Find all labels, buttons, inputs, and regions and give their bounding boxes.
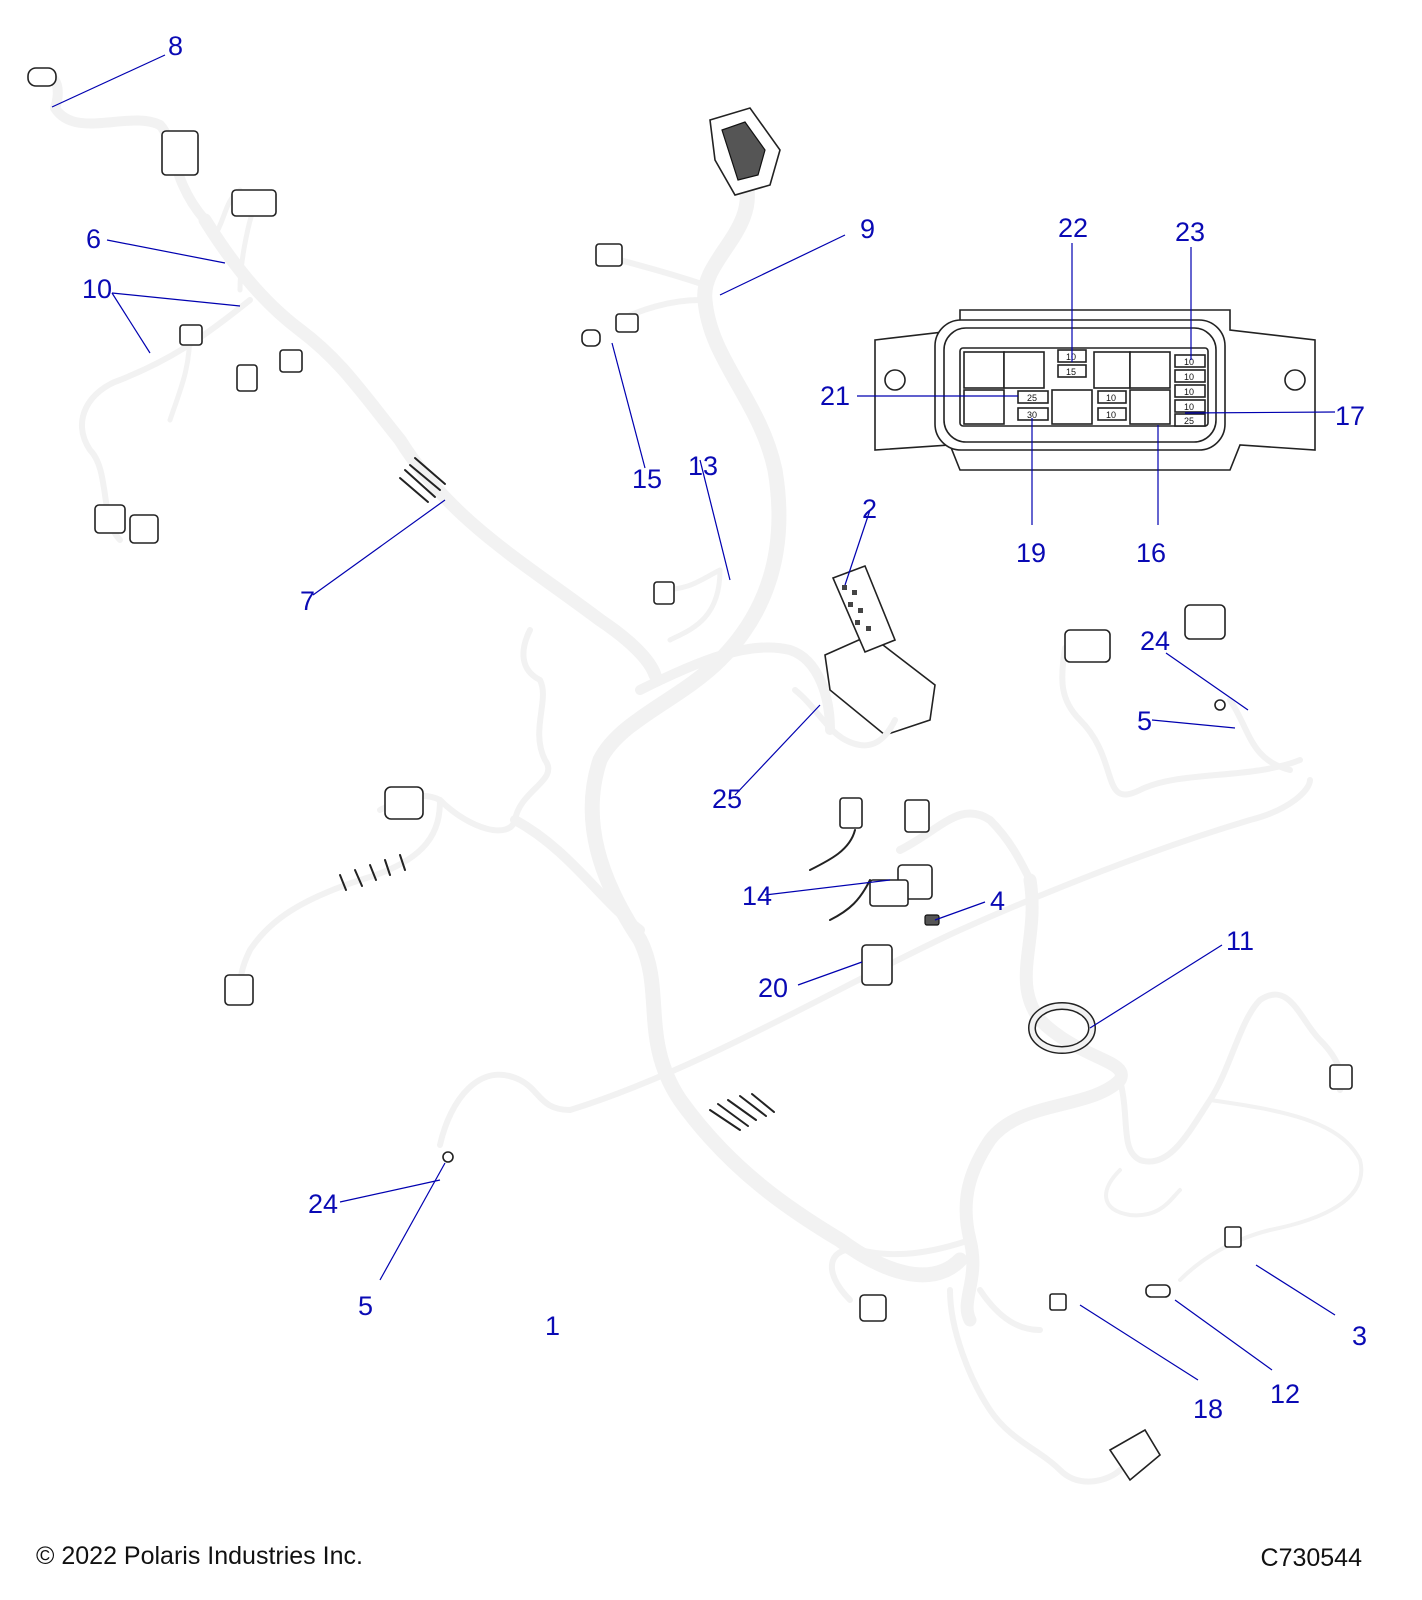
callout-18: 18 (1193, 1394, 1223, 1424)
lower-crossing-harness (437, 777, 1313, 1163)
fuse-value: 10 (1106, 410, 1116, 420)
callout-25: 25 (712, 784, 742, 814)
fuse-value: 15 (1066, 367, 1076, 377)
fuse-block-small (792, 564, 936, 749)
fuse-value: 10 (1184, 372, 1194, 382)
upper-left-harness (27, 67, 662, 682)
fuse-box-detail: 10 15 10 10 10 25 30 10 10 10 25 (874, 309, 1316, 471)
callout-17: 17 (1335, 401, 1365, 431)
fuse-value: 10 (1184, 387, 1194, 397)
fuse-value: 10 (1184, 402, 1194, 412)
callout-24-right: 24 (1140, 626, 1170, 656)
callout-12: 12 (1270, 1379, 1300, 1409)
right-harness (809, 604, 1364, 1485)
fuse-value: 30 (1027, 410, 1037, 420)
callout-15: 15 (632, 464, 662, 494)
callout-8: 8 (168, 31, 183, 61)
leader-lines (51, 54, 1336, 1381)
callout-4: 4 (990, 886, 1005, 916)
callout-3: 3 (1352, 1321, 1367, 1351)
callout-2: 2 (862, 494, 877, 524)
callout-16: 16 (1136, 538, 1166, 568)
callout-19: 19 (1016, 538, 1046, 568)
callout-11: 11 (1226, 926, 1254, 956)
center-harness (581, 107, 968, 1283)
callout-5-left: 5 (358, 1291, 373, 1321)
fuse-value: 10 (1184, 357, 1194, 367)
fuse-value: 25 (1027, 393, 1037, 403)
callout-24-left: 24 (308, 1189, 338, 1219)
fuse-value: 10 (1066, 352, 1076, 362)
callout-10: 10 (82, 274, 112, 304)
callout-5-right: 5 (1137, 706, 1152, 736)
callout-1: 1 (545, 1311, 560, 1341)
callout-20: 20 (758, 973, 788, 1003)
callout-labels: 1 2 3 4 5 5 6 7 8 9 10 11 12 13 14 15 16… (82, 31, 1367, 1424)
fuse-relay-cells (963, 351, 1171, 425)
callout-7: 7 (300, 586, 315, 616)
callout-21: 21 (820, 381, 850, 411)
callout-6: 6 (86, 224, 101, 254)
fuse-value: 25 (1184, 416, 1194, 426)
fuse-value: 10 (1106, 393, 1116, 403)
copyright-text: © 2022 Polaris Industries Inc. (36, 1542, 363, 1570)
callout-23: 23 (1175, 217, 1205, 247)
callout-13: 13 (688, 451, 718, 481)
left-branch-harness (224, 627, 645, 1006)
callout-14: 14 (742, 881, 772, 911)
callout-9: 9 (860, 214, 875, 244)
callout-22: 22 (1058, 213, 1088, 243)
drawing-id: C730544 (1260, 1544, 1362, 1572)
